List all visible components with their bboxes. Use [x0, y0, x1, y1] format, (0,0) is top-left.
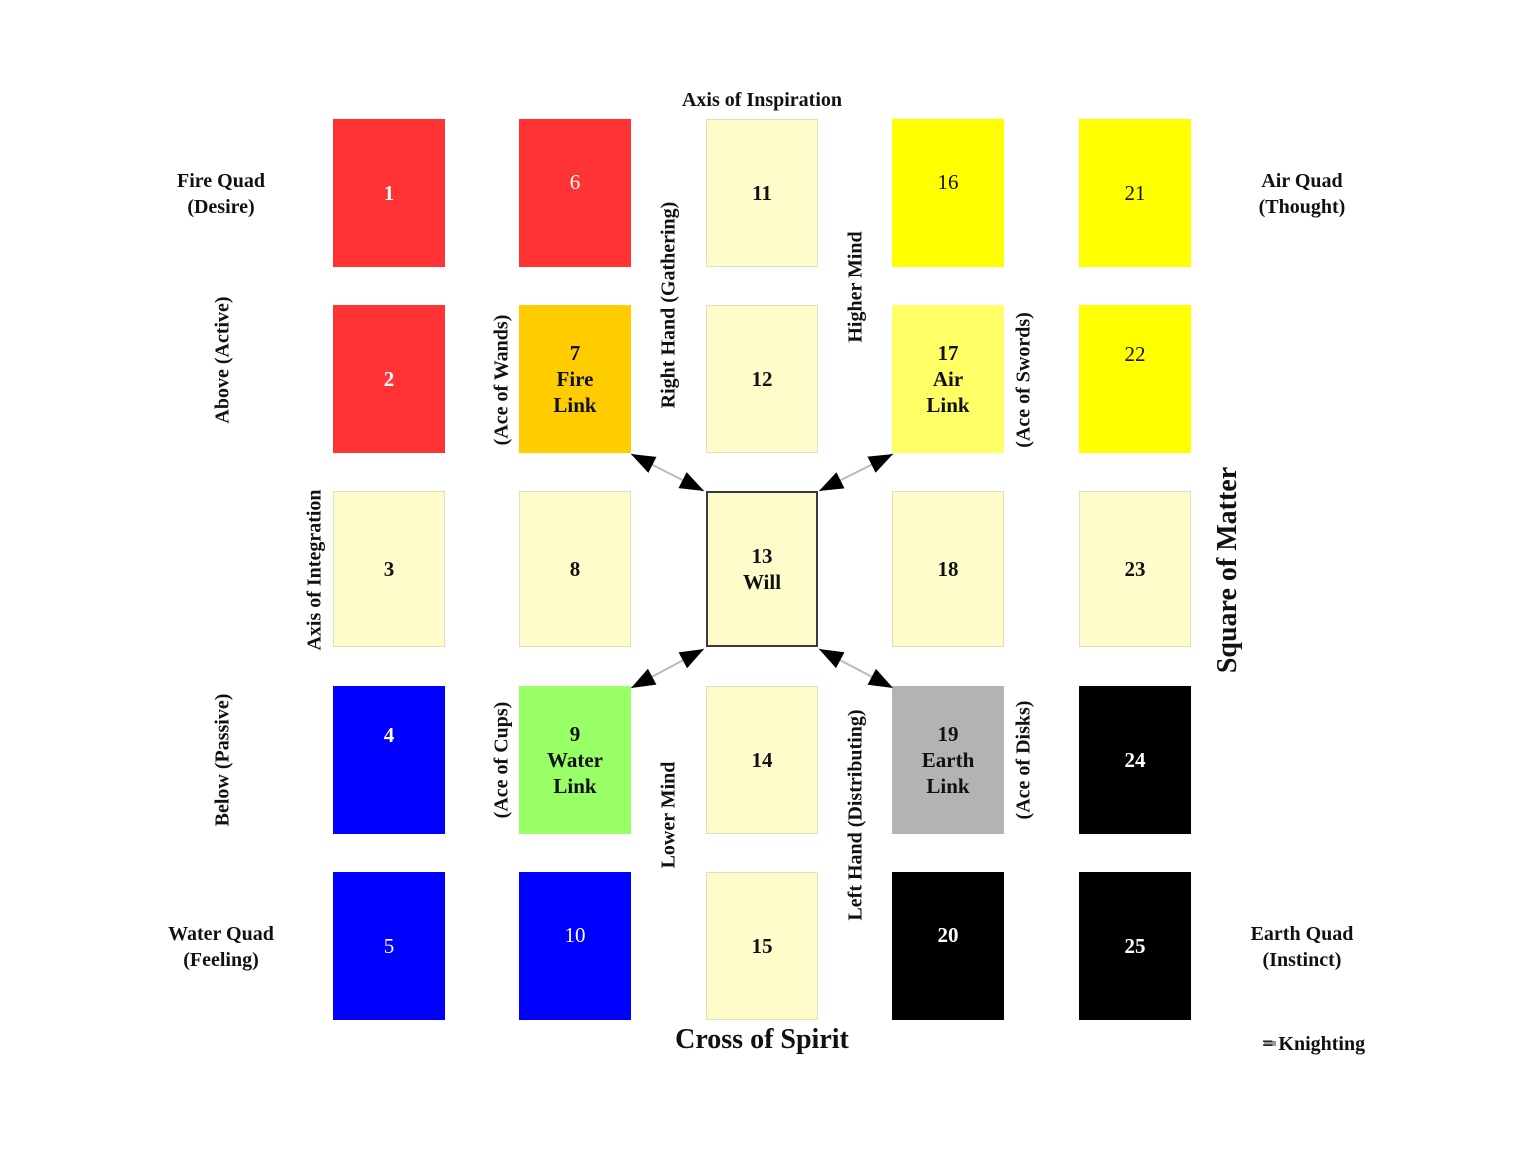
card-17: 17AirLinkAir Link: [892, 305, 1004, 453]
lower-mind-label: Lower Mind: [657, 761, 680, 869]
arrow-line: [630, 648, 705, 689]
card-number: 17: [937, 341, 959, 365]
card-name-word: Air: [932, 367, 964, 391]
card-name-word: Link: [926, 393, 970, 417]
below-passive-label: Below (Passive): [211, 693, 234, 827]
arrow-head: [867, 454, 893, 473]
arrow-head: [867, 668, 893, 688]
card-number: 1: [383, 181, 395, 205]
card-10: 10: [519, 872, 631, 1020]
card-number: 6: [569, 170, 581, 194]
ace-of-swords-label: (Ace of Swords): [1012, 312, 1035, 448]
card-8: 8: [519, 491, 631, 647]
arrow-head: [678, 472, 704, 491]
card-6: 6: [519, 119, 631, 267]
water-quad-subtitle: (Feeling): [183, 949, 259, 971]
card-number: 4: [383, 723, 395, 747]
card-number: 13: [751, 544, 773, 568]
card-22: 22: [1079, 305, 1191, 453]
card-1: 1: [333, 119, 445, 267]
card-number: 20: [937, 923, 959, 947]
card-4: 4: [333, 686, 445, 834]
cross-of-spirit-label: Cross of Spirit: [675, 1024, 849, 1055]
arrow-line: [630, 453, 705, 492]
higher-mind-label: Higher Mind: [844, 231, 867, 343]
card-name-word: Link: [553, 393, 597, 417]
above-active-label: Above (Active): [211, 296, 234, 424]
arrow-head: [678, 649, 704, 669]
card-number: 14: [751, 748, 773, 772]
square-of-matter-label: Square of Matter: [1212, 466, 1243, 674]
card-name-word: Fire: [556, 367, 594, 391]
card-name-word: Link: [926, 774, 970, 798]
card-name-word: Earth: [921, 748, 975, 772]
card-number: 5: [383, 934, 395, 958]
card-9: 9WaterLinkWater Link: [519, 686, 631, 834]
card-name-word: Will: [742, 570, 782, 594]
fire-quad-title: Fire Quad: [177, 170, 265, 192]
earth-quad-label: Earth Quad (Instinct): [1202, 921, 1402, 973]
card-number: 18: [937, 557, 959, 581]
card-14: 14: [706, 686, 818, 834]
card-5: 5: [333, 872, 445, 1020]
card-18: 18: [892, 491, 1004, 647]
card-number: 8: [569, 557, 581, 581]
card-13: 13WillWill: [706, 491, 818, 647]
axis-of-inspiration-label: Axis of Inspiration: [681, 89, 843, 111]
arrow-head: [819, 472, 845, 491]
card-number: 16: [937, 170, 959, 194]
ace-of-cups-label: (Ace of Cups): [490, 701, 513, 819]
water-quad-title: Water Quad: [168, 923, 274, 945]
air-quad-title: Air Quad: [1261, 170, 1343, 192]
arrow-head: [819, 649, 845, 669]
axis-of-integration-label: Axis of Integration: [303, 489, 326, 651]
card-15: 15: [706, 872, 818, 1020]
card-number: 2: [383, 367, 395, 391]
card-name-word: Link: [553, 774, 597, 798]
earth-quad-subtitle: (Instinct): [1262, 949, 1342, 971]
left-hand-label: Left Hand (Distributing): [844, 709, 867, 921]
card-number: 19: [937, 722, 959, 746]
card-number: 10: [564, 923, 586, 947]
card-24: 24: [1079, 686, 1191, 834]
card-25: 25: [1079, 872, 1191, 1020]
card-12: 12: [706, 305, 818, 453]
card-name-word: Water: [547, 748, 603, 772]
card-number: 22: [1124, 342, 1146, 366]
card-number: 24: [1124, 748, 1146, 772]
right-hand-label: Right Hand (Gathering): [657, 201, 680, 409]
arrow-line: [818, 648, 894, 689]
card-number: 11: [752, 181, 772, 205]
card-number: 12: [751, 367, 773, 391]
card-number: 3: [383, 557, 395, 581]
ace-of-disks-label: (Ace of Disks): [1012, 700, 1035, 820]
card-16: 16: [892, 119, 1004, 267]
card-number: 9: [569, 722, 581, 746]
card-number: 23: [1124, 557, 1146, 581]
card-11: 11: [706, 119, 818, 267]
ace-of-wands-label: (Ace of Wands): [490, 314, 513, 446]
card-number: 21: [1124, 181, 1146, 205]
earth-quad-title: Earth Quad: [1250, 923, 1354, 945]
card-7: 7FireLinkFire Link: [519, 305, 631, 453]
card-2: 2: [333, 305, 445, 453]
card-23: 23: [1079, 491, 1191, 647]
air-quad-label: Air Quad (Thought): [1202, 168, 1402, 220]
arrow-head: [631, 668, 657, 688]
card-3: 3: [333, 491, 445, 647]
card-21: 21: [1079, 119, 1191, 267]
card-number: 7: [569, 341, 581, 365]
fire-quad-label: Fire Quad (Desire): [121, 168, 321, 220]
knighting-legend-swatch: [1264, 1041, 1276, 1046]
water-quad-label: Water Quad (Feeling): [121, 921, 321, 973]
card-20: 20: [892, 872, 1004, 1020]
knighting-legend-label: = Knighting: [1262, 1033, 1366, 1055]
fire-quad-subtitle: (Desire): [187, 196, 255, 218]
arrow-head: [631, 454, 657, 473]
arrow-line: [818, 453, 894, 492]
card-number: 25: [1124, 934, 1146, 958]
card-19: 19EarthLinkEarth Link: [892, 686, 1004, 834]
air-quad-subtitle: (Thought): [1258, 196, 1346, 218]
card-number: 15: [751, 934, 773, 958]
